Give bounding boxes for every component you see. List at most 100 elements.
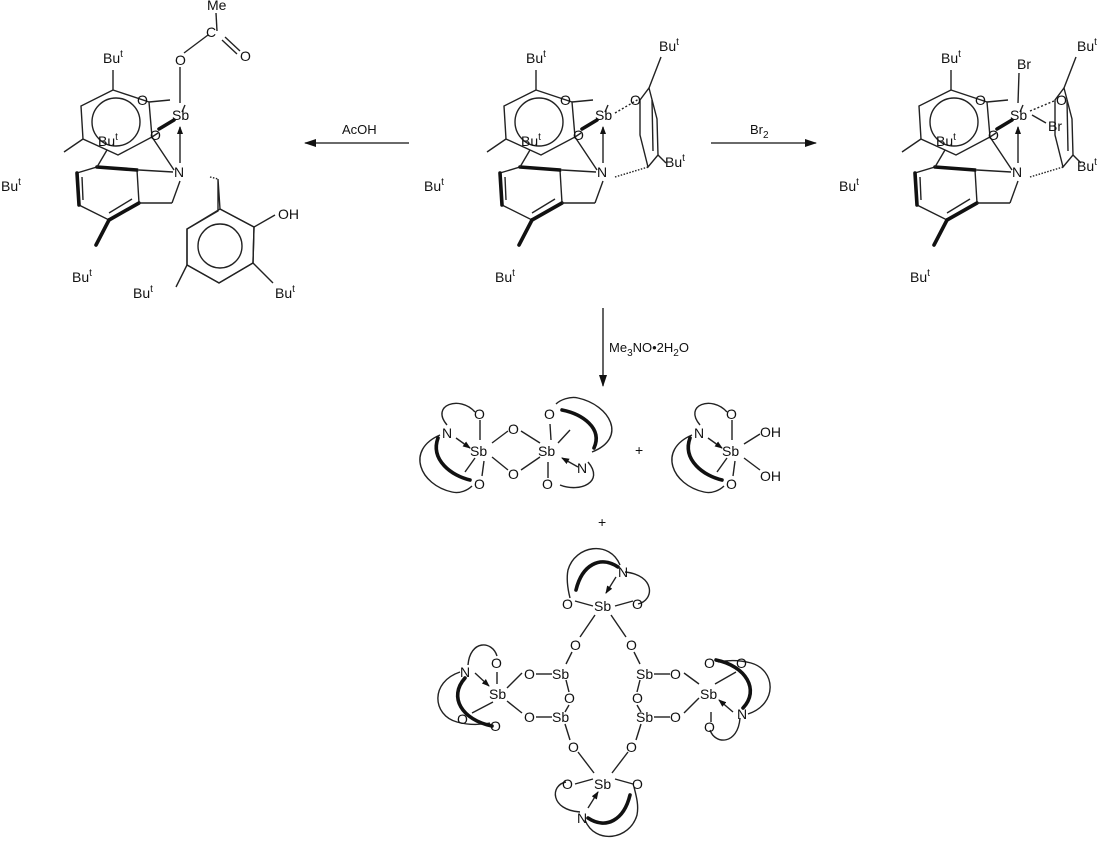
svg-text:O: O xyxy=(704,655,715,671)
svg-text:N: N xyxy=(1012,164,1022,180)
svg-text:Sb: Sb xyxy=(470,443,487,459)
svg-text:N: N xyxy=(737,706,747,722)
svg-text:O: O xyxy=(988,127,999,143)
svg-text:But: But xyxy=(424,177,444,194)
svg-text:Sb: Sb xyxy=(1010,107,1027,123)
plus-2: + xyxy=(598,514,606,530)
svg-text:O: O xyxy=(240,48,251,64)
svg-text:N: N xyxy=(577,810,587,826)
svg-text:O: O xyxy=(736,655,747,671)
svg-text:But: But xyxy=(936,132,956,149)
svg-text:Sb: Sb xyxy=(538,443,555,459)
svg-text:Sb: Sb xyxy=(636,666,653,682)
svg-text:O: O xyxy=(544,406,555,422)
svg-text:O: O xyxy=(704,719,715,735)
svg-text:Sb: Sb xyxy=(172,107,189,123)
svg-text:Sb: Sb xyxy=(552,709,569,725)
svg-text:N: N xyxy=(460,664,470,680)
svg-text:Me: Me xyxy=(207,0,227,13)
svg-text:O: O xyxy=(626,739,637,755)
svg-text:Br: Br xyxy=(1048,118,1062,134)
svg-text:O: O xyxy=(632,596,643,612)
svg-text:But: But xyxy=(275,284,295,301)
svg-text:O: O xyxy=(568,739,579,755)
cluster-product: N O O Sb N O O Sb N O Sb O O N O Sb O O xyxy=(437,548,771,837)
svg-text:Sb: Sb xyxy=(594,598,611,614)
svg-text:O: O xyxy=(632,776,643,792)
svg-text:N: N xyxy=(694,425,704,441)
svg-text:O: O xyxy=(632,690,643,706)
reagent-br2: Br2 xyxy=(750,122,769,141)
svg-text:Sb: Sb xyxy=(722,443,739,459)
svg-text:O: O xyxy=(573,127,584,143)
svg-text:O: O xyxy=(150,127,161,143)
svg-text:O: O xyxy=(175,52,186,68)
svg-text:Sb: Sb xyxy=(636,709,653,725)
svg-text:But: But xyxy=(665,153,685,170)
svg-text:But: But xyxy=(521,132,541,149)
svg-text:O: O xyxy=(508,466,519,482)
svg-text:Sb: Sb xyxy=(595,107,612,123)
svg-text:Sb: Sb xyxy=(594,776,611,792)
svg-text:Sb: Sb xyxy=(552,666,569,682)
svg-text:O: O xyxy=(474,406,485,422)
svg-text:O: O xyxy=(726,476,737,492)
svg-text:O: O xyxy=(626,637,637,653)
svg-text:O: O xyxy=(670,666,681,682)
atom-labels-dibromide: Sb O O O N Br Br But But But But But But xyxy=(839,37,1097,285)
svg-text:O: O xyxy=(542,476,553,492)
svg-text:But: But xyxy=(910,268,930,285)
svg-text:But: But xyxy=(526,49,546,66)
svg-text:N: N xyxy=(618,564,628,580)
dibromide-product: Sb O O O N Br Br But But But But But But xyxy=(839,37,1097,285)
starting-compound: Sb O O O N But But But But But But xyxy=(424,37,685,285)
svg-text:O: O xyxy=(508,421,519,437)
svg-text:O: O xyxy=(1056,92,1067,108)
svg-text:But: But xyxy=(72,268,92,285)
svg-text:Sb: Sb xyxy=(700,686,717,702)
plus-1: + xyxy=(635,442,643,458)
svg-text:O: O xyxy=(491,655,502,671)
reagent-me3no: Me3NO•2H2O xyxy=(609,340,689,359)
svg-text:O: O xyxy=(474,476,485,492)
svg-text:N: N xyxy=(174,164,184,180)
svg-text:But: But xyxy=(1077,157,1097,174)
svg-text:O: O xyxy=(630,92,641,108)
svg-text:O: O xyxy=(564,690,575,706)
svg-text:N: N xyxy=(577,460,587,476)
svg-text:Br: Br xyxy=(1017,56,1031,72)
svg-text:O: O xyxy=(524,666,535,682)
svg-text:But: But xyxy=(839,177,859,194)
svg-text:OH: OH xyxy=(278,206,299,222)
svg-text:O: O xyxy=(670,709,681,725)
svg-text:OH: OH xyxy=(760,468,781,484)
svg-text:But: But xyxy=(941,49,961,66)
svg-text:But: But xyxy=(1077,37,1097,54)
acetate-product: Sb O O N O C O Me OH But But But But But… xyxy=(1,0,299,301)
svg-text:But: But xyxy=(495,268,515,285)
svg-text:O: O xyxy=(562,596,573,612)
svg-text:But: But xyxy=(659,37,679,54)
svg-text:O: O xyxy=(570,637,581,653)
svg-text:But: But xyxy=(133,284,153,301)
svg-text:O: O xyxy=(137,92,148,108)
svg-text:O: O xyxy=(457,711,468,727)
svg-text:C: C xyxy=(206,24,216,40)
svg-text:But: But xyxy=(1,177,21,194)
svg-text:O: O xyxy=(490,718,501,734)
svg-text:O: O xyxy=(726,406,737,422)
reagent-acoh: AcOH xyxy=(342,122,377,137)
svg-text:O: O xyxy=(975,92,986,108)
svg-text:O: O xyxy=(524,709,535,725)
monomer-product: N O Sb O OH OH xyxy=(671,402,781,494)
svg-text:OH: OH xyxy=(760,424,781,440)
svg-text:O: O xyxy=(560,92,571,108)
svg-text:N: N xyxy=(442,425,452,441)
atom-labels-acetate: Sb O O N O C O Me OH But But But But But… xyxy=(1,0,299,301)
svg-text:But: But xyxy=(98,132,118,149)
dimer-product: N O Sb O O O Sb O O N xyxy=(419,396,613,494)
svg-text:N: N xyxy=(597,164,607,180)
reaction-arrows: AcOH Br2 Me3NO•2H2O xyxy=(304,122,817,387)
svg-text:O: O xyxy=(562,776,573,792)
